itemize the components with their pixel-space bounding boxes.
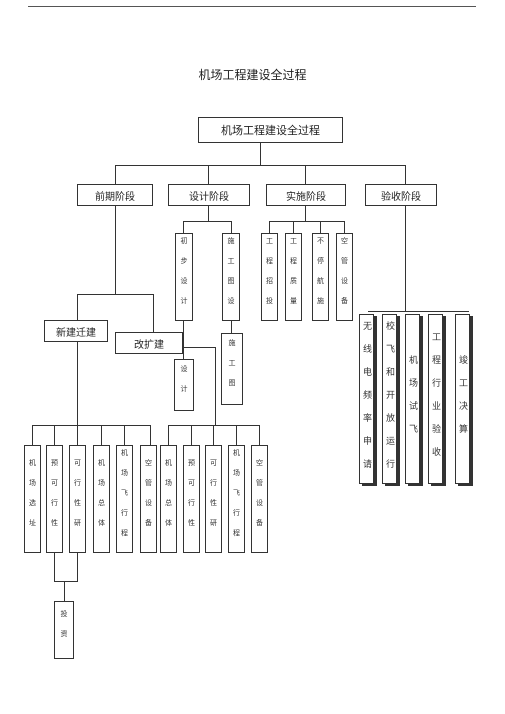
connector: [77, 294, 78, 320]
design-preliminary: 初步设计: [175, 233, 193, 321]
connector: [183, 221, 231, 222]
expand-feasibility: 可行性研: [205, 445, 222, 553]
connector: [54, 425, 55, 445]
connector: [183, 347, 215, 348]
new-site-selection: 机场选址: [24, 445, 41, 553]
connector: [32, 425, 33, 445]
connector: [115, 206, 116, 294]
connector: [77, 342, 78, 425]
early-new-relocate: 新建迁建: [44, 320, 108, 342]
connector: [269, 221, 270, 233]
connector: [305, 165, 306, 184]
connector: [231, 221, 232, 233]
connector: [269, 221, 344, 222]
new-feasibility: 可行性研: [69, 445, 86, 553]
page-title: 机场工程建设全过程: [198, 68, 307, 82]
connector: [77, 553, 78, 581]
connector: [215, 347, 216, 425]
connector: [168, 425, 169, 445]
expand-flight-procedure: 机场飞行程: [228, 445, 245, 553]
connector: [368, 311, 469, 312]
connector: [124, 425, 125, 445]
design-sub-design: 设计: [174, 359, 194, 411]
new-master-plan: 机场总体: [93, 445, 110, 553]
design-construction-drawing: 施工图设: [222, 233, 240, 321]
phase-implementation: 实施阶段: [266, 184, 346, 206]
connector: [32, 425, 150, 426]
connector: [320, 221, 321, 233]
phase-acceptance: 验收阶段: [365, 184, 437, 206]
connector: [208, 165, 209, 184]
new-flight-procedure: 机场飞行程: [116, 445, 133, 553]
early-expansion: 改扩建: [115, 332, 183, 354]
connector: [231, 321, 232, 333]
design-sub-drawing: 施工图: [221, 333, 243, 405]
connector: [183, 221, 184, 233]
accept-industry-acceptance: 工程行业验收: [428, 314, 443, 484]
connector: [101, 425, 102, 445]
top-rule: [28, 6, 476, 7]
root-node: 机场工程建设全过程: [198, 117, 343, 143]
connector: [236, 425, 237, 445]
connector: [293, 221, 294, 233]
connector: [54, 553, 55, 581]
connector: [54, 581, 78, 582]
accept-test-flight: 机场试飞: [405, 314, 420, 484]
connector: [305, 206, 306, 221]
connector: [259, 425, 260, 445]
connector: [115, 165, 405, 166]
connector: [150, 425, 151, 445]
new-pre-feasibility: 预可行性: [46, 445, 63, 553]
expand-master-plan: 机场总体: [160, 445, 177, 553]
impl-bidding: 工程招投: [261, 233, 278, 321]
connector: [405, 165, 406, 184]
connector: [260, 143, 261, 165]
connector: [77, 294, 153, 295]
impl-atc-equipment: 空管设备: [336, 233, 353, 321]
connector: [405, 206, 406, 311]
new-atc-equipment: 空管设备: [140, 445, 157, 553]
connector: [115, 165, 116, 184]
accept-calibration-opening: 校飞和开放运行: [382, 314, 397, 484]
accept-final-accounts: 竣工决算: [455, 314, 470, 484]
expand-pre-feasibility: 预可行性: [183, 445, 200, 553]
impl-quality: 工程质量: [285, 233, 302, 321]
expand-atc-equipment: 空管设备: [251, 445, 268, 553]
connector: [213, 425, 214, 445]
phase-early: 前期阶段: [77, 184, 153, 206]
investment-node: 投资: [54, 601, 74, 659]
impl-no-stop-construction: 不停航施: [312, 233, 329, 321]
connector: [191, 425, 192, 445]
connector: [183, 321, 184, 359]
connector: [64, 581, 65, 601]
connector: [208, 206, 209, 221]
connector: [153, 294, 154, 332]
connector: [77, 425, 78, 445]
connector: [183, 354, 184, 358]
accept-radio-frequency: 无线电频率申请: [359, 314, 374, 484]
phase-design: 设计阶段: [168, 184, 250, 206]
connector: [344, 221, 345, 233]
